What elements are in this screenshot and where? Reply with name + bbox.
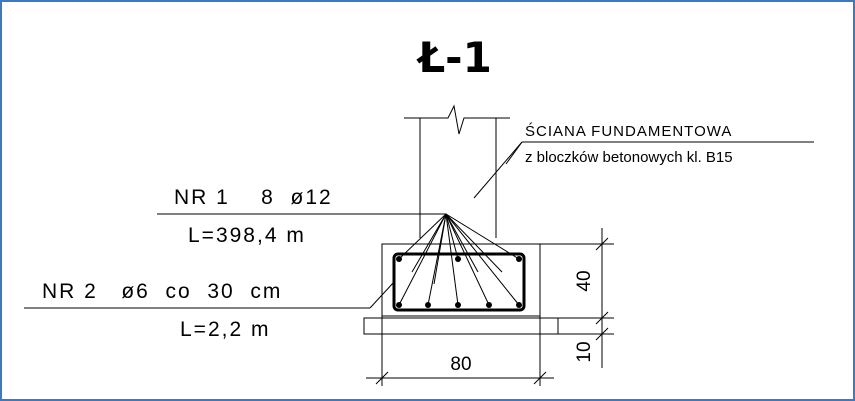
bar2-length: L=2,2 m: [180, 318, 270, 341]
dimension-height: [540, 228, 614, 368]
bar1-length: L=398,4 m: [188, 224, 306, 247]
wall-note-material: z bloczków betonowych kl. B15: [525, 149, 733, 166]
wall-note-title: ŚCIANA FUNDAMENTOWA: [525, 122, 732, 140]
dim-height-value: 40: [574, 270, 595, 291]
bar1-label: NR 1 8 ø12: [174, 186, 333, 209]
section-title: Ł-1: [416, 33, 492, 82]
stirrup: [392, 252, 526, 312]
footing-outline: [381, 243, 541, 317]
dimension-width: [366, 316, 554, 386]
lean-concrete-base: [363, 317, 559, 335]
wall-leader-line: [473, 141, 814, 199]
foundation-wall: [404, 104, 510, 238]
bar2-label: NR 2 ø6 co 30 cm: [42, 280, 282, 303]
dim-footing-value: 10: [574, 341, 595, 362]
dim-width-value: 80: [450, 354, 471, 375]
bar-leader-fan: [398, 213, 520, 306]
main-bars: [396, 256, 522, 308]
